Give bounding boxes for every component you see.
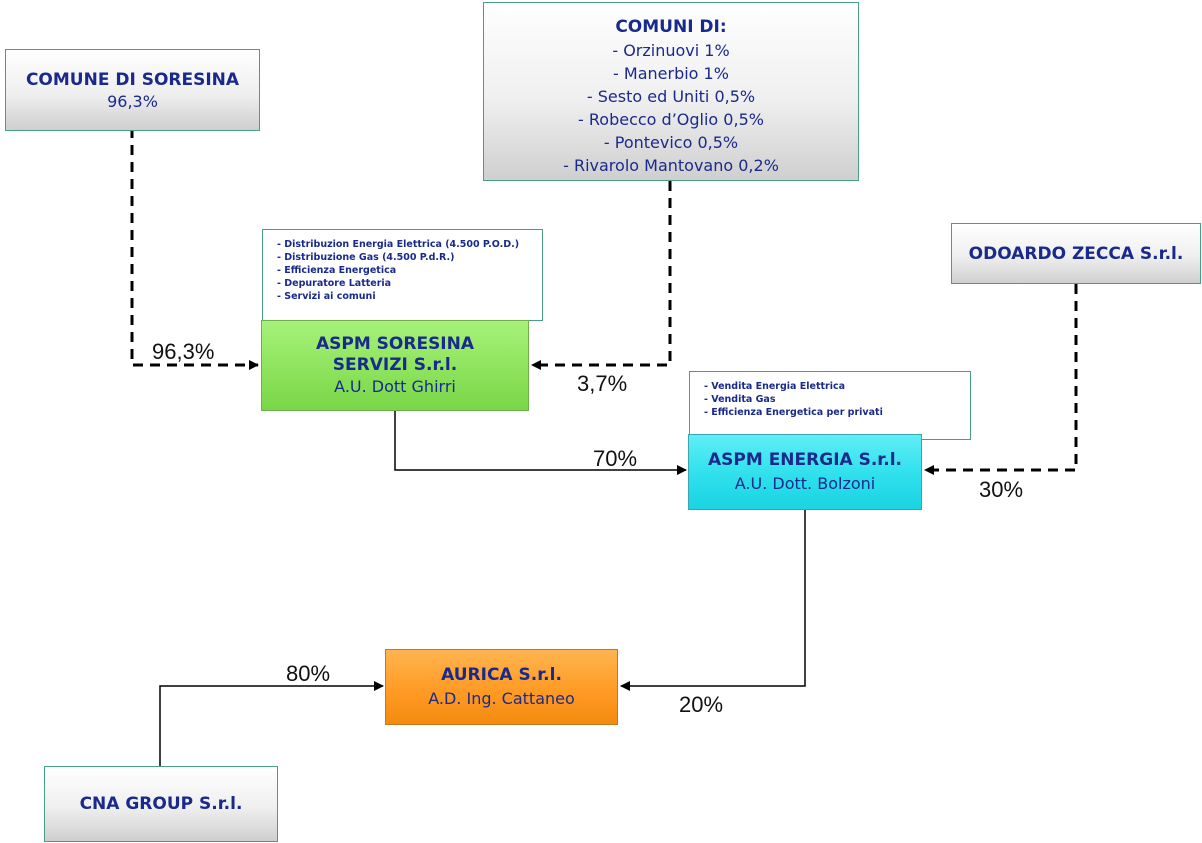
node-aurica-sub: A.D. Ing. Cattaneo — [428, 689, 575, 708]
edge-label-servizi-energia: 70% — [593, 446, 638, 471]
edge-label-soresina-servizi: 96,3% — [152, 339, 215, 364]
node-aspm-servizi-line1: ASPM SORESINA — [315, 334, 475, 354]
edge-label-cna-aurica: 80% — [286, 661, 331, 686]
note-energia-item: - Vendita Gas — [704, 394, 776, 405]
note-servizi-item: - Distribuzione Gas (4.500 P.d.R.) — [277, 252, 455, 263]
node-odoardo-zecca-name: ODOARDO ZECCA S.r.l. — [968, 243, 1184, 264]
note-energia-activities: - Vendita Energia Elettrica - Vendita Ga… — [689, 371, 971, 440]
node-comune-soresina: COMUNE DI SORESINA 96,3% — [5, 49, 260, 131]
node-cna-group: CNA GROUP S.r.l. — [44, 766, 278, 842]
node-aurica-name: AURICA S.r.l. — [441, 665, 562, 685]
node-aurica: AURICA S.r.l. A.D. Ing. Cattaneo — [385, 649, 618, 725]
node-comuni-item: - Rivarolo Mantovano 0,2% — [563, 156, 779, 175]
node-odoardo-zecca: ODOARDO ZECCA S.r.l. — [951, 223, 1201, 284]
note-servizi-activities: - Distribuzion Energia Elettrica (4.500 … — [262, 229, 543, 321]
node-aspm-soresina-servizi: ASPM SORESINA SERVIZI S.r.l. A.U. Dott G… — [261, 320, 529, 411]
node-comune-soresina-share: 96,3% — [107, 91, 158, 111]
node-comune-soresina-name: COMUNE DI SORESINA — [25, 69, 240, 90]
node-comuni-item: - Pontevico 0,5% — [603, 133, 739, 152]
node-comuni-item: - Sesto ed Uniti 0,5% — [586, 87, 756, 106]
node-cna-group-name: CNA GROUP S.r.l. — [79, 794, 243, 814]
edge-label-comuni-servizi: 3,7% — [577, 371, 628, 396]
edge-soresina-to-servizi — [130, 128, 259, 370]
node-comuni-item: - Orzinuovi 1% — [612, 41, 730, 60]
edge-servizi-to-energia — [394, 411, 687, 475]
edge-energia-to-aurica — [620, 510, 806, 691]
node-aspm-energia-name: ASPM ENERGIA S.r.l. — [708, 450, 902, 470]
note-servizi-item: - Distribuzion Energia Elettrica (4.500 … — [277, 239, 520, 250]
node-aspm-servizi-sub: A.U. Dott Ghirri — [334, 377, 456, 396]
edge-cna-to-aurica — [159, 681, 384, 766]
note-energia-item: - Efficienza Energetica per privati — [704, 407, 883, 418]
edge-label-odoardo-energia: 30% — [979, 477, 1024, 502]
node-aspm-energia-sub: A.U. Dott. Bolzoni — [734, 474, 876, 493]
node-comuni-item: - Manerbio 1% — [613, 64, 729, 83]
node-aspm-energia: ASPM ENERGIA S.r.l. A.U. Dott. Bolzoni — [688, 434, 922, 510]
node-comuni-item: - Robecco d’Oglio 0,5% — [578, 110, 764, 129]
node-comuni-title: COMUNI DI: — [615, 17, 727, 37]
node-comuni: COMUNI DI: - Orzinuovi 1% - Manerbio 1% … — [483, 2, 859, 181]
note-energia-item: - Vendita Energia Elettrica — [704, 381, 846, 392]
edge-comuni-to-servizi — [531, 181, 672, 370]
note-servizi-item: - Efficienza Energetica — [277, 265, 397, 276]
note-servizi-item: - Servizi ai comuni — [277, 291, 376, 302]
edge-label-energia-aurica: 20% — [679, 692, 724, 717]
note-servizi-item: - Depuratore Latteria — [277, 278, 392, 289]
node-aspm-servizi-line2: SERVIZI S.r.l. — [332, 355, 458, 375]
